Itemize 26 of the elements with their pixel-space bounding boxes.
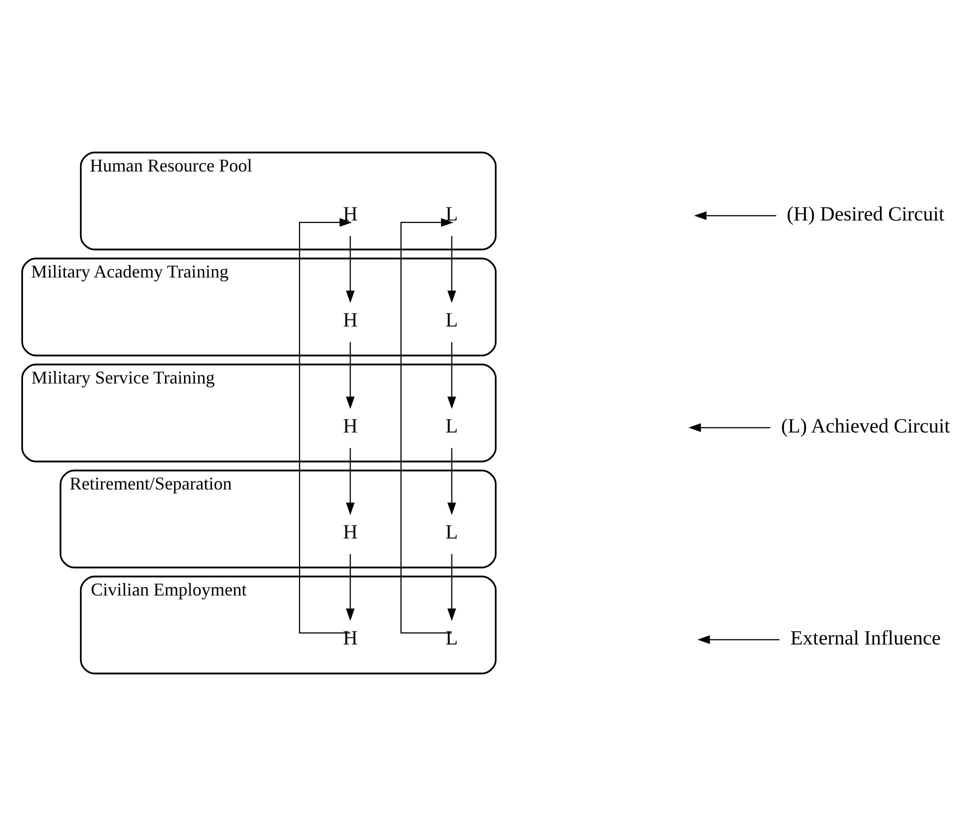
arrow <box>346 448 355 515</box>
arrow <box>688 423 770 432</box>
arrow <box>697 635 780 644</box>
node-text: (L) Achieved Circuit <box>781 416 950 438</box>
node-text: H <box>342 628 358 650</box>
arrow <box>346 554 355 621</box>
arrow <box>346 342 355 409</box>
arrow <box>447 448 456 515</box>
node-text: L <box>446 310 458 332</box>
arrow <box>447 236 456 303</box>
node-text: (H) Desired Circuit <box>786 204 944 226</box>
node-text: H <box>342 310 358 332</box>
arrow <box>346 236 355 303</box>
arrow <box>447 554 456 621</box>
node-text: H <box>342 204 358 226</box>
node-text: External Influence <box>790 628 941 650</box>
node-text: L <box>446 522 458 544</box>
node-text: H <box>342 522 358 544</box>
arrow <box>400 218 454 634</box>
arrow <box>447 342 456 409</box>
arrow <box>694 211 776 220</box>
node-text: L <box>446 628 458 650</box>
node-text: H <box>342 416 358 438</box>
arrow <box>298 218 352 634</box>
node-text: L <box>446 416 458 438</box>
node-text: L <box>446 204 458 226</box>
